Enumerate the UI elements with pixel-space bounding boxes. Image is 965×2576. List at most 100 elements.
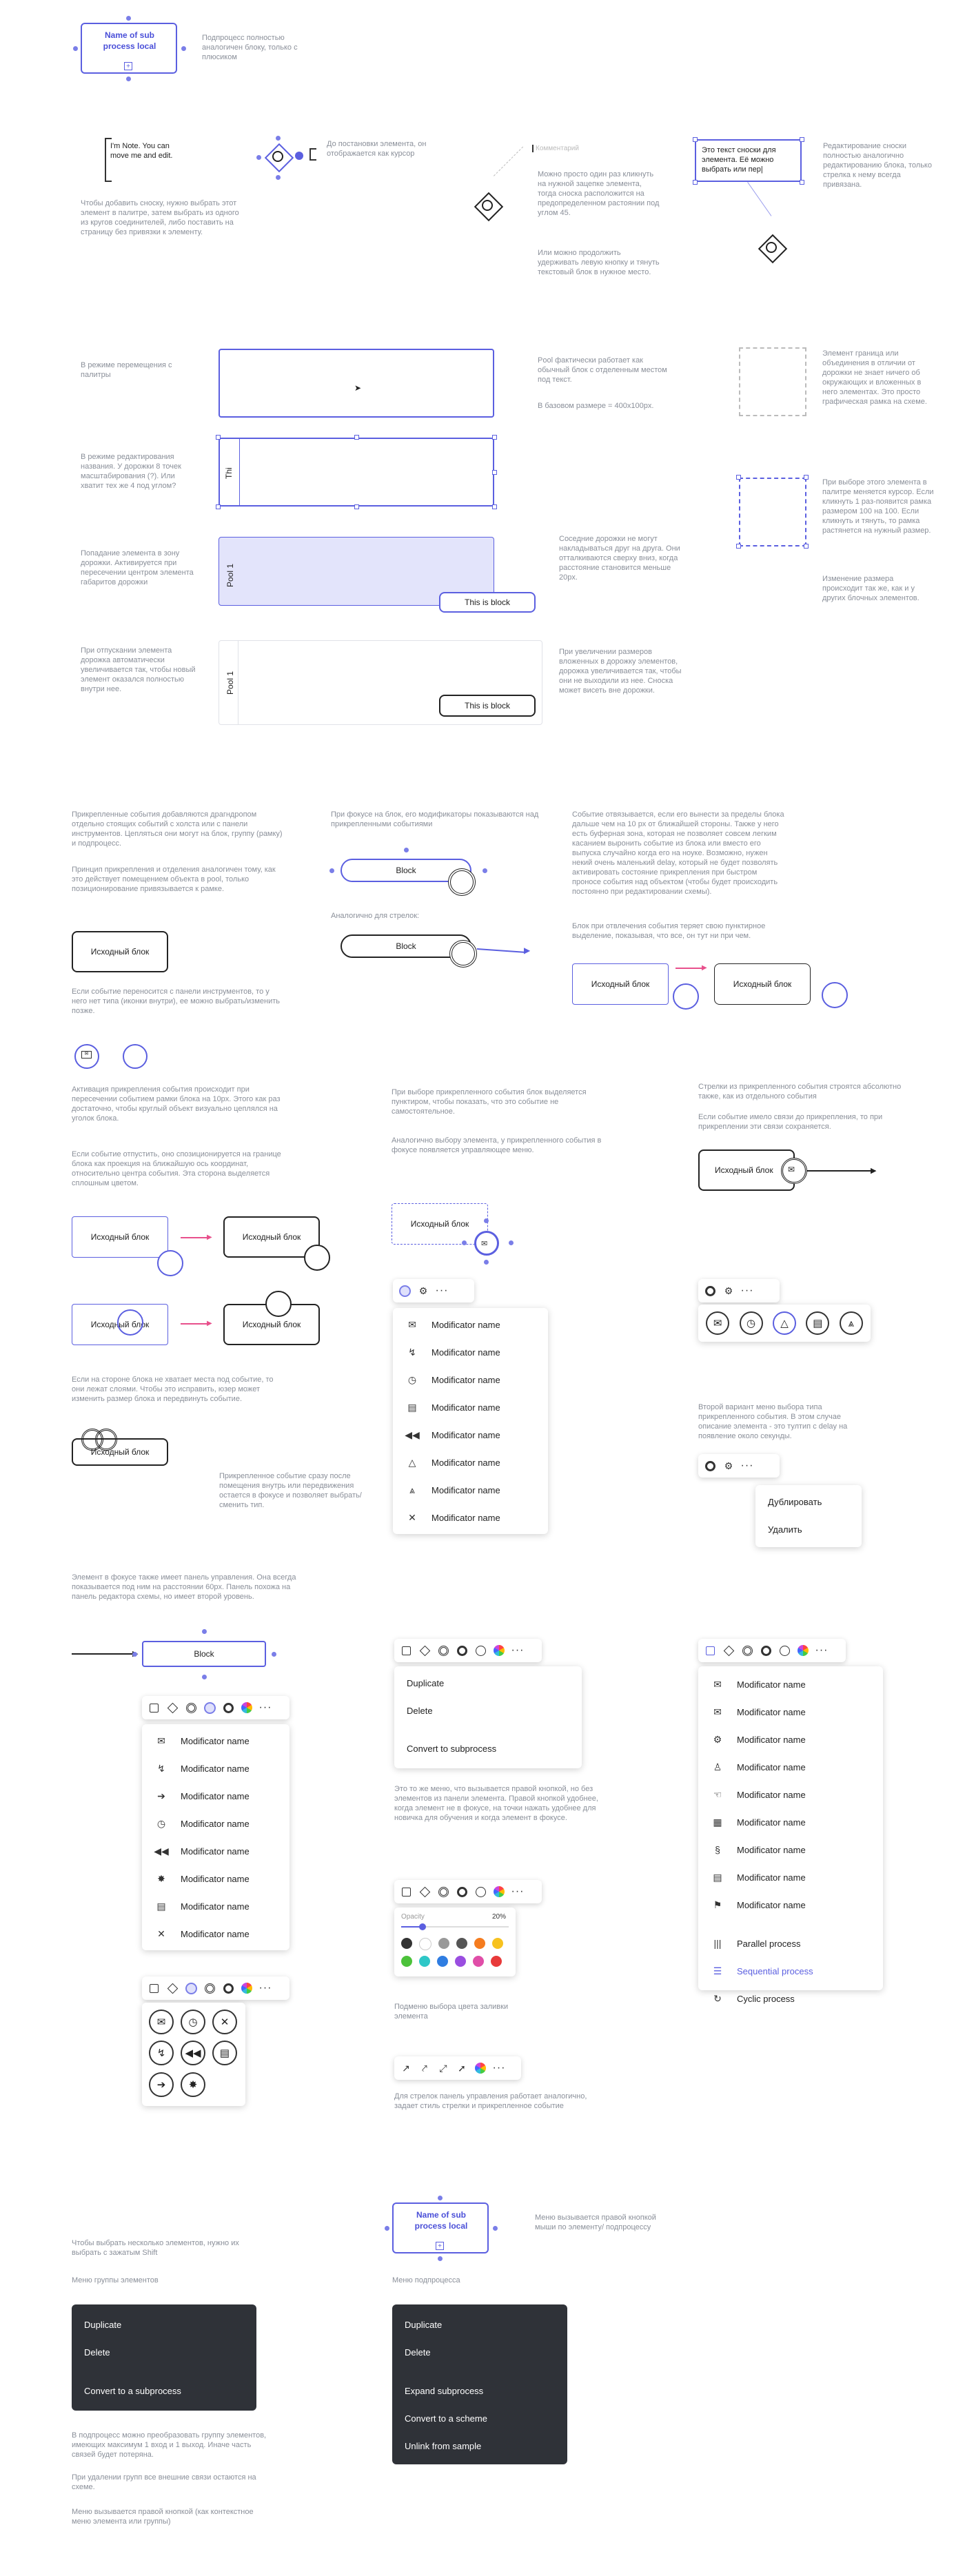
detached-event[interactable] bbox=[822, 982, 848, 1008]
clock-icon[interactable]: ◷ bbox=[739, 1311, 763, 1335]
color-swatch-grey[interactable] bbox=[438, 1938, 449, 1949]
group-frame-selected[interactable] bbox=[739, 478, 806, 546]
connector-dot[interactable] bbox=[181, 46, 186, 51]
connector-dot[interactable] bbox=[126, 16, 131, 21]
event-shape-selected-icon[interactable] bbox=[185, 1982, 197, 1994]
pool-move[interactable] bbox=[219, 349, 494, 418]
modifier-grid[interactable]: ✉ ◷ ✕ ↯ ◀◀ ▤ ➔ ✸ bbox=[142, 2003, 245, 2106]
menu-item-modifier[interactable]: △Modificator name bbox=[393, 1449, 548, 1476]
event-toolbar[interactable]: ⚙ ··· bbox=[393, 1279, 474, 1302]
connector-dot[interactable] bbox=[256, 155, 261, 160]
task-shape-icon[interactable] bbox=[148, 1982, 160, 1994]
menu-item-modifier[interactable]: ✕Modificator name bbox=[142, 1920, 290, 1948]
element-context-menu[interactable]: Duplicate Delete Convert to subprocess bbox=[394, 1666, 582, 1768]
color-picker[interactable]: Opacity 20% bbox=[394, 1908, 516, 1976]
task-shape-selected-icon[interactable] bbox=[704, 1644, 716, 1657]
menu-item-modifier[interactable]: ✸Modificator name bbox=[142, 1865, 290, 1892]
source-block[interactable]: Исходный блок bbox=[72, 931, 168, 972]
gear-icon[interactable]: ⚙ bbox=[724, 1285, 733, 1296]
menu-item-modifier[interactable]: ▤Modificator name bbox=[698, 1863, 883, 1891]
menu-item-delete[interactable]: Удалить bbox=[768, 1524, 802, 1535]
arrow-toolbar[interactable]: ↗ ⤤ ⤢ ➚ ··· bbox=[394, 2056, 521, 2080]
menu-item-parallel[interactable]: |||Parallel process bbox=[698, 1930, 883, 1957]
more-icon[interactable]: ··· bbox=[492, 2062, 506, 2074]
note-text[interactable]: I'm Note. You can move me and edit. bbox=[110, 142, 173, 160]
event-toolbar[interactable]: ⚙ ··· bbox=[698, 1454, 780, 1478]
menu-item-modifier[interactable]: ↯Modificator name bbox=[393, 1338, 548, 1366]
group-frame[interactable] bbox=[739, 347, 806, 416]
color-wheel-icon[interactable] bbox=[474, 2062, 487, 2074]
end-event-shape-icon[interactable] bbox=[456, 1885, 468, 1898]
menu-item-duplicate[interactable]: Duplicate bbox=[84, 2320, 122, 2330]
document-icon[interactable]: ▤ bbox=[212, 2041, 237, 2066]
end-event-shape-icon[interactable] bbox=[222, 1701, 234, 1714]
escalation-icon[interactable]: ⩓ bbox=[839, 1311, 863, 1335]
event-shape-selected-icon[interactable] bbox=[203, 1701, 216, 1714]
event-activation[interactable] bbox=[157, 1250, 183, 1276]
event-type-icon[interactable] bbox=[398, 1285, 411, 1297]
element-toolbar[interactable]: ··· bbox=[394, 1880, 542, 1903]
connector-dot[interactable] bbox=[73, 46, 78, 51]
more-icon[interactable]: ··· bbox=[435, 1285, 449, 1296]
connector-dot[interactable] bbox=[295, 152, 303, 160]
menu-item-modifier[interactable]: ➔Modificator name bbox=[142, 1782, 290, 1810]
more-icon[interactable]: ··· bbox=[511, 1644, 525, 1656]
menu-item-modifier[interactable]: ⩓Modificator name bbox=[393, 1476, 548, 1504]
menu-item-modifier[interactable]: ✉Modificator name bbox=[393, 1311, 548, 1338]
circle-shape-icon[interactable] bbox=[778, 1644, 791, 1657]
menu-item-expand[interactable]: Expand subprocess bbox=[405, 2386, 484, 2396]
event-modifier-menu[interactable]: ✉Modificator name ↯Modificator name ◷Mod… bbox=[393, 1308, 548, 1534]
menu-item-modifier[interactable]: §Modificator name bbox=[698, 1836, 883, 1863]
color-swatch-pink[interactable] bbox=[473, 1956, 484, 1967]
color-wheel-icon[interactable] bbox=[241, 1982, 253, 1994]
menu-item-modifier[interactable]: ◀◀Modificator name bbox=[142, 1837, 290, 1865]
color-swatch-orange[interactable] bbox=[474, 1938, 485, 1949]
callout-text[interactable]: Это текст сноски для элемента. Её можно … bbox=[702, 146, 776, 174]
menu-item-delete[interactable]: Delete bbox=[84, 2347, 110, 2358]
task-shape-icon[interactable] bbox=[400, 1644, 412, 1657]
color-swatch-black[interactable] bbox=[401, 1938, 412, 1949]
source-block[interactable]: Исходный блок bbox=[714, 963, 811, 1005]
element-toolbar[interactable]: ··· bbox=[394, 1639, 542, 1662]
menu-item-unlink[interactable]: Unlink from sample bbox=[405, 2441, 482, 2451]
callout-box[interactable]: Это текст сноски для элемента. Её можно … bbox=[695, 139, 802, 182]
connector-dot[interactable] bbox=[276, 175, 281, 180]
selected-event[interactable] bbox=[474, 1231, 499, 1256]
event-shape-icon[interactable] bbox=[437, 1644, 449, 1657]
task-shape-icon[interactable] bbox=[148, 1701, 160, 1714]
menu-item-modifier[interactable]: ▤Modificator name bbox=[142, 1892, 290, 1920]
menu-item-cyclic[interactable]: ↻Cyclic process bbox=[698, 1985, 883, 2012]
event-activation[interactable] bbox=[117, 1309, 143, 1336]
menu-item-modifier[interactable]: ▦Modificator name bbox=[698, 1808, 883, 1836]
opacity-slider[interactable] bbox=[401, 1923, 509, 1930]
end-event-shape-icon[interactable] bbox=[456, 1644, 468, 1657]
source-block[interactable]: Исходный блок bbox=[223, 1216, 320, 1258]
connector-dot[interactable] bbox=[276, 136, 281, 141]
stacked-event[interactable] bbox=[95, 1429, 117, 1451]
menu-item-modifier[interactable]: ▤Modificator name bbox=[393, 1393, 548, 1421]
gateway-shape-icon[interactable] bbox=[722, 1644, 735, 1657]
source-block[interactable]: Исходный блок bbox=[698, 1149, 795, 1191]
menu-item-convert[interactable]: Convert to a subprocess bbox=[84, 2386, 181, 2396]
detached-event[interactable] bbox=[673, 983, 699, 1010]
event-type-grid[interactable]: ✉ ◷ △ ▤ ⩓ bbox=[698, 1305, 871, 1342]
menu-item-modifier[interactable]: ✕Modificator name bbox=[393, 1504, 548, 1531]
arrow-style-dashed-icon[interactable]: ⤤ bbox=[422, 2062, 427, 2074]
menu-item-modifier[interactable]: ◷Modificator name bbox=[142, 1810, 290, 1837]
color-wheel-icon[interactable] bbox=[493, 1644, 505, 1657]
menu-item-modifier[interactable]: ◷Modificator name bbox=[393, 1366, 548, 1393]
more-icon[interactable]: ··· bbox=[511, 1885, 525, 1897]
gear-icon[interactable]: ⚙ bbox=[724, 1460, 733, 1471]
block-inside-pool[interactable]: This is block bbox=[439, 695, 536, 717]
menu-item-duplicate[interactable]: Duplicate bbox=[407, 1678, 445, 1688]
menu-item-convert[interactable]: Convert to subprocess bbox=[407, 1744, 497, 1754]
menu-item-duplicate[interactable]: Duplicate bbox=[405, 2320, 443, 2330]
sub-process-element[interactable]: Name of sub process local + bbox=[392, 2202, 489, 2253]
star-icon[interactable]: ✸ bbox=[181, 2072, 205, 2097]
more-icon[interactable]: ··· bbox=[815, 1644, 829, 1656]
group-context-menu[interactable]: Duplicate Delete Convert to a subprocess bbox=[72, 2304, 256, 2411]
menu-item-modifier[interactable]: ⚑Modificator name bbox=[698, 1891, 883, 1919]
element-toolbar[interactable]: ··· bbox=[142, 1976, 290, 2000]
menu-item-modifier[interactable]: ♙Modificator name bbox=[698, 1753, 883, 1781]
block-dragged[interactable]: This is block bbox=[439, 592, 536, 613]
